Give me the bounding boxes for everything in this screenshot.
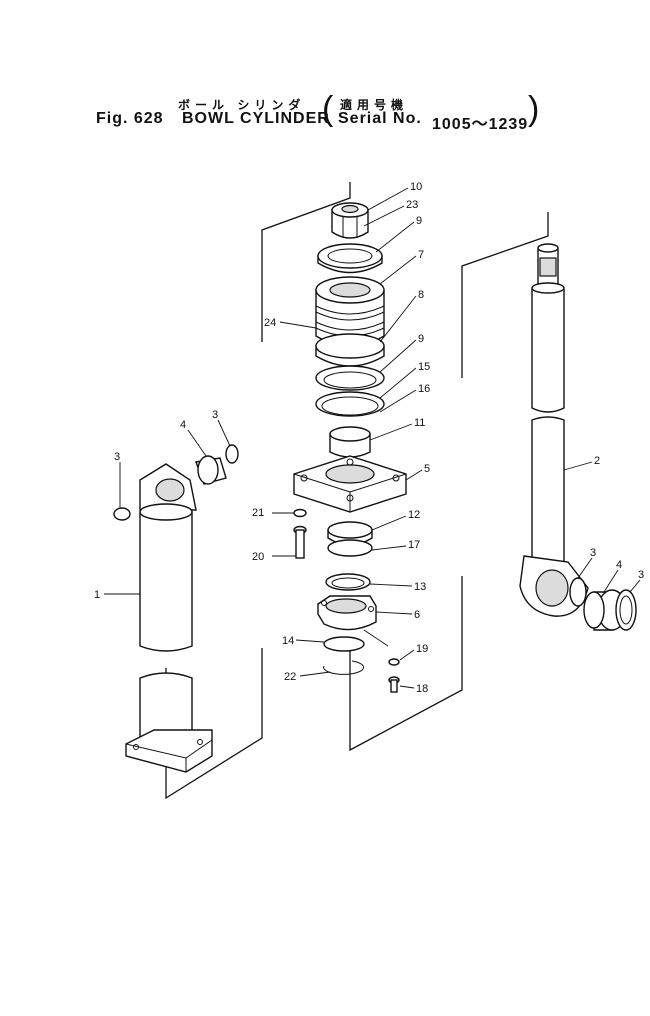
packing-ring-lower	[315, 365, 385, 391]
spacer-collar	[329, 426, 371, 458]
callout-22: 22	[284, 671, 296, 683]
callout-11: 11	[414, 417, 425, 429]
callout-21: 21	[252, 507, 264, 519]
rod-eye-seal-right	[569, 577, 587, 607]
leader-4-left	[187, 429, 207, 457]
leader-6	[375, 611, 413, 615]
leader-9-mid	[379, 339, 417, 373]
callout-16: 16	[418, 383, 430, 395]
leader-8	[379, 295, 417, 343]
bolt-20	[293, 525, 307, 559]
leader-4-rod	[603, 569, 619, 593]
leader-2	[563, 461, 593, 471]
callout-8: 8	[418, 289, 424, 301]
serial-label: Serial No.	[338, 110, 422, 127]
callout-15: 15	[418, 361, 430, 373]
o-ring-17	[327, 539, 373, 557]
leader-18	[399, 685, 415, 689]
leader-11	[369, 423, 413, 441]
leader-22	[299, 671, 331, 677]
figure-number: Fig. 628	[96, 110, 164, 127]
piston	[315, 276, 385, 347]
tube-eye-seal-left	[113, 507, 131, 521]
rod-eye-seal-outer	[615, 589, 637, 631]
leader-13	[369, 583, 413, 587]
callout-19: 19	[416, 643, 428, 655]
callout-17: 17	[408, 539, 420, 551]
dust-seal-14	[323, 636, 365, 652]
washer-21	[293, 508, 307, 518]
leader-14	[295, 639, 325, 643]
cylinder-head	[293, 455, 407, 513]
leader-19	[399, 649, 415, 661]
serial-range: 1005～1239	[432, 116, 529, 133]
callout-5: 5	[424, 463, 430, 475]
part-name: BOWL CYLINDER	[182, 110, 330, 127]
callout-9-top: 9	[416, 215, 422, 227]
leader-24	[279, 321, 317, 329]
leader-3-mid	[217, 419, 231, 447]
tube-eye-seal-right	[225, 444, 239, 464]
callout-3-rod-outer: 3	[638, 569, 644, 581]
backup-ring	[315, 391, 385, 417]
gland-flange	[317, 595, 377, 631]
leader-12	[371, 515, 407, 531]
callout-9-mid: 9	[418, 333, 424, 345]
leader-5	[405, 469, 423, 481]
callout-14: 14	[282, 635, 294, 647]
leader-3-rod	[577, 557, 593, 579]
leader-17	[371, 545, 407, 551]
leader-23	[363, 205, 405, 227]
title-block: ボール シリンダ 適用号機 Fig. 628 BOWL CYLINDER ( S…	[0, 0, 650, 140]
callout-7: 7	[418, 249, 424, 261]
callout-4-rod: 4	[616, 559, 622, 571]
callout-18: 18	[416, 683, 428, 695]
callout-3-left: 3	[114, 451, 120, 463]
leader-9-top	[375, 221, 415, 253]
bracket-lower-group	[349, 576, 463, 752]
leader-10	[367, 187, 409, 211]
washer-19	[388, 658, 400, 666]
callout-10: 10	[410, 181, 422, 193]
callout-12: 12	[408, 509, 420, 521]
leader-connect-19	[363, 629, 389, 647]
callout-6: 6	[414, 609, 420, 621]
piston-nut	[331, 202, 369, 239]
tube-eye-bushing	[195, 455, 227, 485]
bolt-18	[388, 676, 400, 693]
bracket-rod-group	[461, 212, 549, 378]
bracket-upper-group	[261, 182, 351, 342]
callout-13: 13	[414, 581, 426, 593]
leader-3-rod-outer	[629, 579, 641, 593]
callout-2: 2	[594, 455, 600, 467]
piston-rod	[531, 243, 565, 563]
leader-15	[379, 367, 417, 399]
snap-ring-22	[323, 660, 365, 675]
callout-4-left: 4	[180, 419, 186, 431]
piston-ring	[315, 333, 385, 367]
japanese-part-name: ボール シリンダ	[178, 98, 306, 112]
left-parenthesis: (	[322, 90, 334, 128]
packing-ring-upper	[317, 243, 383, 274]
leader-7	[379, 255, 417, 285]
callout-3-mid: 3	[212, 409, 218, 421]
callout-23: 23	[406, 199, 418, 211]
callout-3-rod: 3	[590, 547, 596, 559]
right-parenthesis: )	[528, 90, 540, 128]
callout-20: 20	[252, 551, 264, 563]
callout-24: 24	[264, 317, 276, 329]
callout-1: 1	[94, 589, 100, 601]
cylinder-tube	[125, 503, 213, 773]
japanese-applicable-label: 適用号機	[340, 98, 409, 112]
leader-16	[379, 389, 417, 413]
bushing-13	[325, 573, 371, 591]
tube-eye-end	[139, 463, 197, 511]
